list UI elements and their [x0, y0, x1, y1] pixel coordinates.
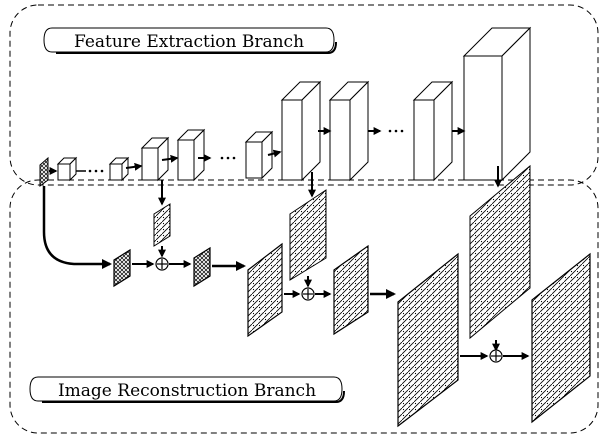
sum-node-3: [489, 349, 503, 363]
sum-nodes: [155, 257, 503, 363]
sum-node-2: [301, 287, 315, 301]
skip-connection: [42, 186, 112, 269]
feature-block-4: [176, 128, 206, 182]
feature-block-7: [328, 80, 370, 182]
residual-1: [153, 203, 171, 247]
reconstruction-branch-title: Image Reconstruction Branch: [29, 376, 345, 403]
ellipses: [88, 129, 404, 173]
feature-block-9: [462, 26, 532, 182]
reconstruction-branch-label: Image Reconstruction Branch: [58, 381, 316, 401]
feature-arrows: [49, 127, 466, 175]
residual-3: [469, 164, 531, 340]
image-patches: [113, 242, 591, 428]
feature-block-5: [244, 130, 274, 180]
reconstruction-branch-box: [9, 179, 599, 434]
feature-branch-title: Feature Extraction Branch: [43, 27, 337, 54]
down-arrows: [158, 166, 502, 352]
sum-node-1: [155, 257, 169, 271]
image-5: [397, 252, 459, 428]
feature-block-8: [412, 80, 454, 182]
image-3: [247, 242, 283, 338]
input-patch: [39, 156, 49, 187]
image-6: [531, 252, 591, 424]
image-1: [113, 248, 131, 288]
feature-branch-label: Feature Extraction Branch: [74, 32, 304, 52]
image-4: [333, 244, 369, 336]
image-2: [193, 246, 211, 288]
feature-block-6: [280, 80, 322, 182]
feature-block-2: [108, 156, 130, 182]
reconstruction-arrows: [132, 260, 530, 360]
residual-2: [289, 189, 327, 281]
feature-branch-box: [9, 4, 599, 186]
residual-patches: [153, 164, 531, 340]
feature-block-1: [56, 156, 78, 182]
